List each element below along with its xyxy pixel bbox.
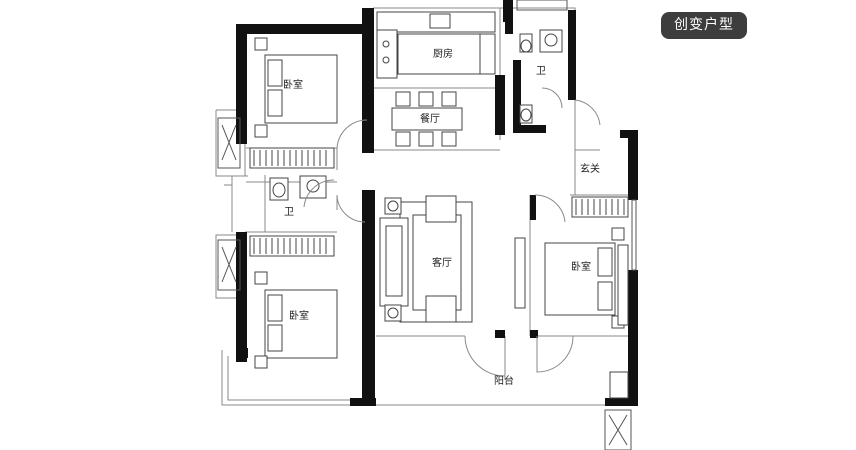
label-kitchen: 厨房 <box>433 47 453 60</box>
label-bedroom-right: 卧室 <box>571 260 591 273</box>
thick-walls <box>236 0 638 406</box>
windows <box>217 0 637 450</box>
floorplan-type-badge: 创变户型 <box>661 12 747 39</box>
label-foyer: 玄关 <box>580 162 600 175</box>
kitchen-fixtures <box>376 11 496 79</box>
label-bedroom-top-left: 卧室 <box>283 78 303 91</box>
label-bathroom-top: 卫 <box>536 66 546 77</box>
label-dining: 餐厅 <box>420 112 440 125</box>
label-living: 客厅 <box>432 256 452 269</box>
dining-table <box>391 91 463 147</box>
wardrobes <box>249 147 629 257</box>
door-swings <box>303 87 601 377</box>
label-bedroom-bottom-left: 卧室 <box>289 309 309 322</box>
bathroom-fixtures <box>269 29 629 399</box>
label-bathroom-mid: 卫 <box>284 207 294 218</box>
living-furniture <box>379 195 526 323</box>
beds <box>254 37 629 369</box>
label-balcony: 阳台 <box>494 374 514 387</box>
